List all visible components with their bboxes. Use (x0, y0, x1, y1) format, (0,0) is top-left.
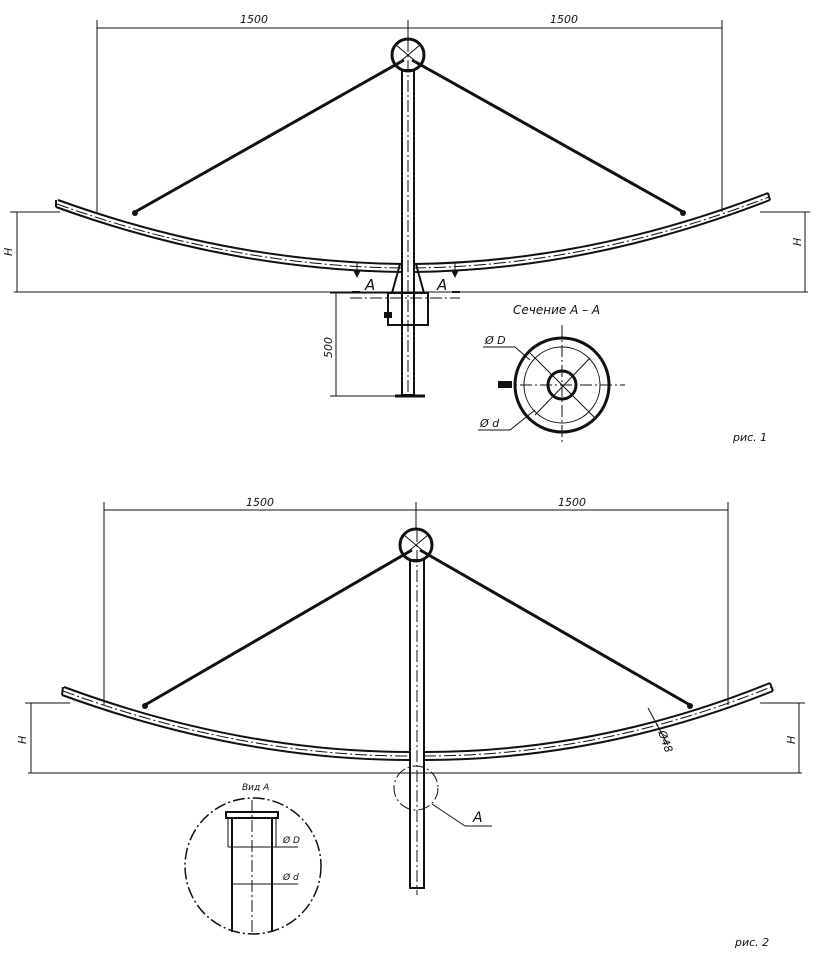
dia-D-label: Ø D (484, 334, 506, 347)
h-right: H (785, 736, 798, 744)
clamp (387, 292, 429, 326)
dimension-500: 500 (322, 292, 395, 397)
figure-1: 1500 1500 H H A A 500 Сечение А – А (2, 13, 810, 445)
h-dimension-fig1: H H (2, 211, 810, 293)
dim-left-label: 1500 (240, 13, 268, 26)
h-right: H (791, 238, 804, 246)
arm-fig2 (61, 682, 774, 761)
section-mark-right: A (436, 276, 447, 294)
dia-d-label: Ø d (479, 417, 500, 430)
section-mark-left: A (364, 276, 375, 294)
dimension-1500-fig1: 1500 1500 (96, 13, 723, 212)
caption-fig2: рис. 2 (734, 936, 769, 949)
dimension-1500-fig2: 1500 1500 (103, 496, 729, 705)
section-marks: A A (352, 262, 460, 294)
view-a: Вид А Ø D Ø d (184, 783, 322, 935)
dim-500-label: 500 (322, 337, 335, 358)
section-title: Сечение А – А (513, 303, 600, 317)
h-left: H (16, 736, 29, 744)
stay-left (134, 58, 405, 214)
h-dimension-fig2: H H (16, 702, 805, 774)
dia-d-label: Ø d (282, 872, 299, 883)
h-left: H (2, 248, 15, 256)
stay-left (144, 548, 413, 707)
dim-right-label: 1500 (558, 496, 586, 509)
dim-right-label: 1500 (550, 13, 578, 26)
stay-right (411, 58, 684, 214)
dim-left-label: 1500 (246, 496, 274, 509)
view-title: Вид А (242, 783, 269, 793)
caption-fig1: рис. 1 (732, 431, 767, 444)
dia-D-label: Ø D (282, 835, 300, 846)
dia-48-label: Ø48 (655, 728, 675, 755)
figure-2: 1500 1500 H H Ø48 A Вид А Ø D Ø d рис. 2 (16, 496, 805, 949)
detail-circle (393, 765, 439, 811)
view-mark: A (472, 810, 483, 826)
stay-right (419, 548, 691, 707)
section-a-a: Сечение А – А Ø D Ø d (478, 303, 625, 445)
